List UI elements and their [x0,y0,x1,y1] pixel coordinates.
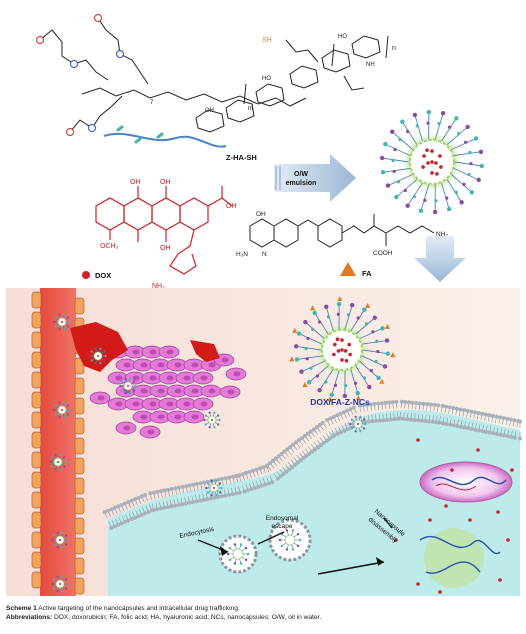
fa-oh: OH [256,211,266,218]
blood-vessel [31,288,85,596]
dox-structure [95,186,233,275]
blood-leakage-2 [190,340,220,362]
thiol-label: SH [262,37,272,44]
polymer-structure [39,17,389,148]
nanocapsule-top [379,109,485,215]
fa-nh2: NH₂ [436,231,448,238]
circulating-nanocapsules [49,313,367,593]
dox-nh2: NH₂ [152,283,165,290]
disassembled-nanocapsule [419,528,501,588]
ho-label-2: HO [338,34,347,40]
nanocapsule-label: DOX/FA-Z-NCs [310,397,370,407]
cell-membrane [102,399,522,530]
scheme-caption: Scheme 1 Active targeting of the nanocap… [6,605,520,613]
nanocapsule-targeted [289,296,396,402]
dox-legend-marker [82,271,90,279]
repeat-m-label: m [248,106,253,112]
endothelial-cells [31,291,85,595]
process-label-line1: O/W [294,171,308,178]
fa-n-label: N [262,251,267,258]
dox-legend-label: DOX [95,271,111,280]
endosomal-label-line1: Endosomal [266,515,299,522]
caption-title-bold: Scheme 1 [6,605,37,612]
emulsion-arrow [274,154,356,202]
nh-label: NH [366,62,375,68]
fa-legend-label: FA [362,269,372,278]
dox-och3: OCH₃ [100,243,119,250]
caption-abbr-bold: Abbreviations: [6,614,53,621]
fa-h2n: H₂N [236,251,248,258]
trafficking-arrowheads [220,546,384,566]
folic-acid-structure [249,214,435,248]
polymer-label: Z-HA-SH [226,153,257,162]
dox-oh-2: OH [160,179,171,186]
blood-leakage [70,322,128,372]
ho-label-1: HO [262,76,271,82]
fa-cooh: COOH [373,250,393,257]
caption-abbr-text: DOX, doxorubicin; FA, folic acid; HA, hy… [54,614,322,621]
mitochondrion [419,461,513,503]
vesicle-nanocapsules [226,529,302,565]
endosomal-label-line2: escape [272,523,293,530]
caption-title-text: Active targeting of the nanocapsules and… [38,605,240,612]
trafficking-arrows [197,517,393,575]
dox-oh-1: OH [130,179,141,186]
repeat-n-label: n [392,45,396,52]
conjugation-arrow [414,236,466,282]
dox-oh-3: OH [160,245,171,252]
oh-label-1: OH [205,108,214,114]
dox-oh-4: OH [226,203,237,210]
repeat-7-label: 7 [150,100,154,106]
scheme-abbreviations: Abbreviations: DOX, doxorubicin; FA, fol… [6,614,520,622]
fa-legend-marker [340,262,356,276]
process-label-line2: emulsion [286,180,317,187]
charge-markers [36,14,124,136]
released-dox [394,438,514,594]
